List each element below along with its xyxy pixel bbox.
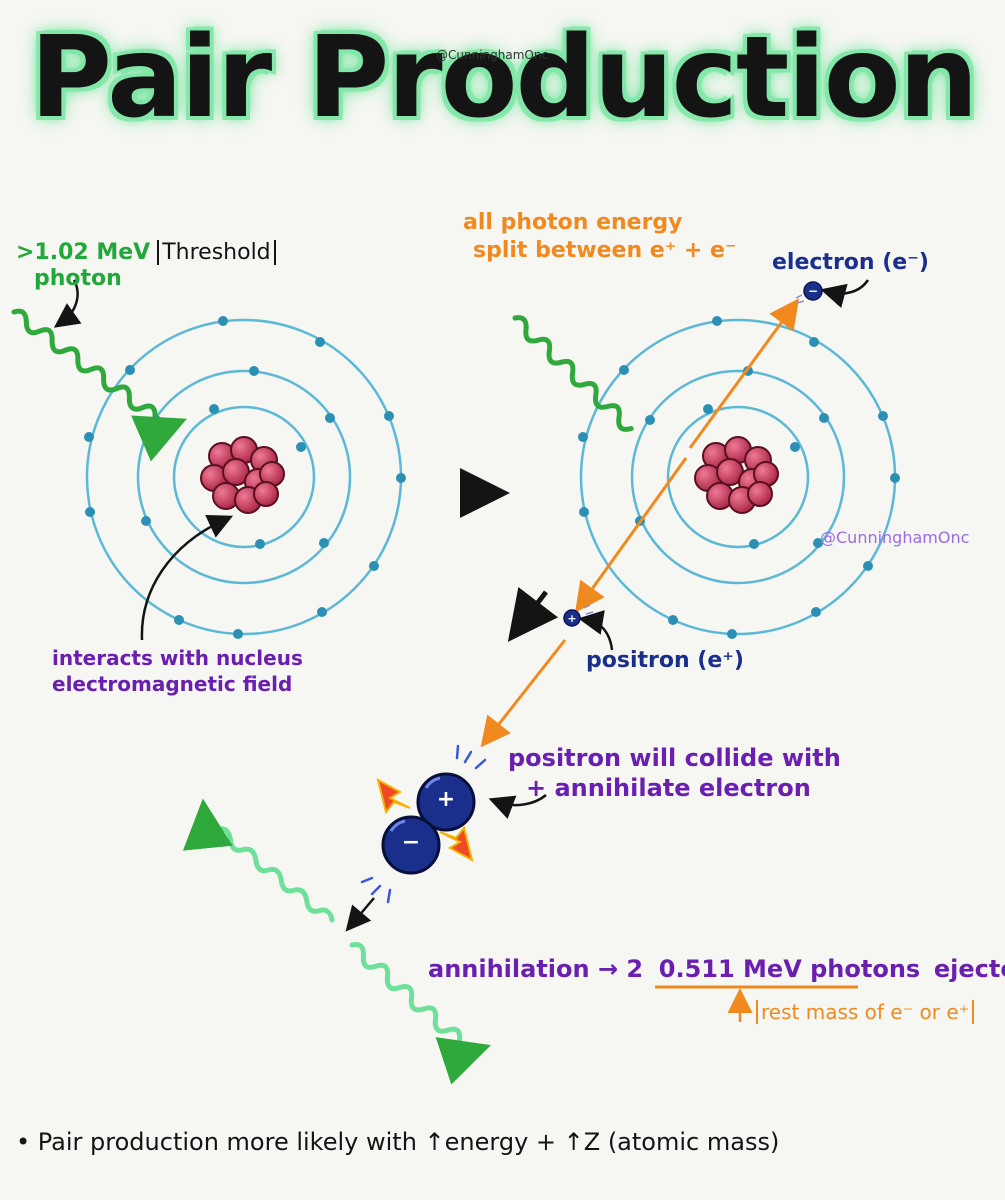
right-atom bbox=[578, 316, 900, 639]
particle-minus: − bbox=[401, 830, 421, 855]
particle-plus: + bbox=[436, 787, 456, 812]
down-left-arrow bbox=[507, 586, 559, 642]
annihilation-prefix: annihilation → 2 bbox=[428, 955, 644, 983]
positron-pointer-arrow bbox=[578, 610, 614, 651]
annihilation-down-arrow bbox=[345, 897, 375, 932]
interacts-line-1: interacts with nucleus bbox=[52, 646, 303, 670]
annihilation-line: annihilation → 2 0.511 MeV photons eject… bbox=[428, 955, 1005, 983]
svg-text:−: − bbox=[808, 284, 818, 298]
threshold-pointer-arrow bbox=[53, 279, 82, 328]
positron-label: positron (e⁺) bbox=[586, 648, 744, 673]
threshold-photon: photon bbox=[34, 266, 122, 291]
threshold-bracket: Threshold bbox=[157, 240, 276, 265]
positron-to-collision-path bbox=[480, 639, 567, 748]
collide-line-2: + annihilate electron bbox=[526, 774, 811, 802]
annihilation-suffix: ejected bbox=[933, 955, 1005, 983]
rest-mass-text: rest mass of e⁻ or e⁺ bbox=[756, 1000, 975, 1024]
split-line-1: all photon energy bbox=[463, 210, 683, 235]
left-atom bbox=[84, 316, 406, 639]
split-line-2: split between e⁺ + e⁻ bbox=[473, 238, 737, 263]
outgoing-photon-up-left bbox=[182, 798, 335, 923]
right-photon-wave bbox=[512, 315, 634, 432]
page-title: Pair Production bbox=[30, 13, 978, 143]
threshold-energy: >1.02 MeV bbox=[16, 240, 151, 265]
svg-text:+: + bbox=[567, 612, 576, 625]
electron-label: electron (e⁻) bbox=[772, 250, 929, 275]
annihilation-photons: 0.511 MeV photons bbox=[658, 955, 921, 983]
small-positron: + bbox=[563, 604, 594, 627]
interacts-line-2: electromagnetic field bbox=[52, 672, 293, 696]
electron-path bbox=[688, 298, 800, 449]
rest-mass-note: rest mass of e⁻ or e⁺ bbox=[756, 1000, 975, 1024]
collide-pointer-arrow bbox=[488, 794, 547, 819]
collide-line-1: positron will collide with bbox=[508, 744, 841, 772]
handle-top: @CunninghamOnc bbox=[436, 48, 549, 62]
small-electron: − bbox=[795, 281, 823, 304]
incoming-photon-wave bbox=[11, 308, 187, 462]
nucleus-pointer-arrow bbox=[140, 514, 234, 641]
right-nucleus bbox=[694, 436, 779, 514]
outgoing-photon-down-right bbox=[349, 942, 491, 1085]
positron-path bbox=[575, 457, 688, 613]
collision-particles bbox=[360, 744, 487, 904]
electron-pointer-arrow bbox=[820, 279, 870, 308]
footer-note: • Pair production more likely with ↑ener… bbox=[16, 1128, 780, 1156]
threshold-label: >1.02 MeV Threshold bbox=[16, 240, 276, 265]
left-nucleus bbox=[200, 436, 285, 514]
handle-right: @CunninghamOnc bbox=[820, 528, 970, 547]
